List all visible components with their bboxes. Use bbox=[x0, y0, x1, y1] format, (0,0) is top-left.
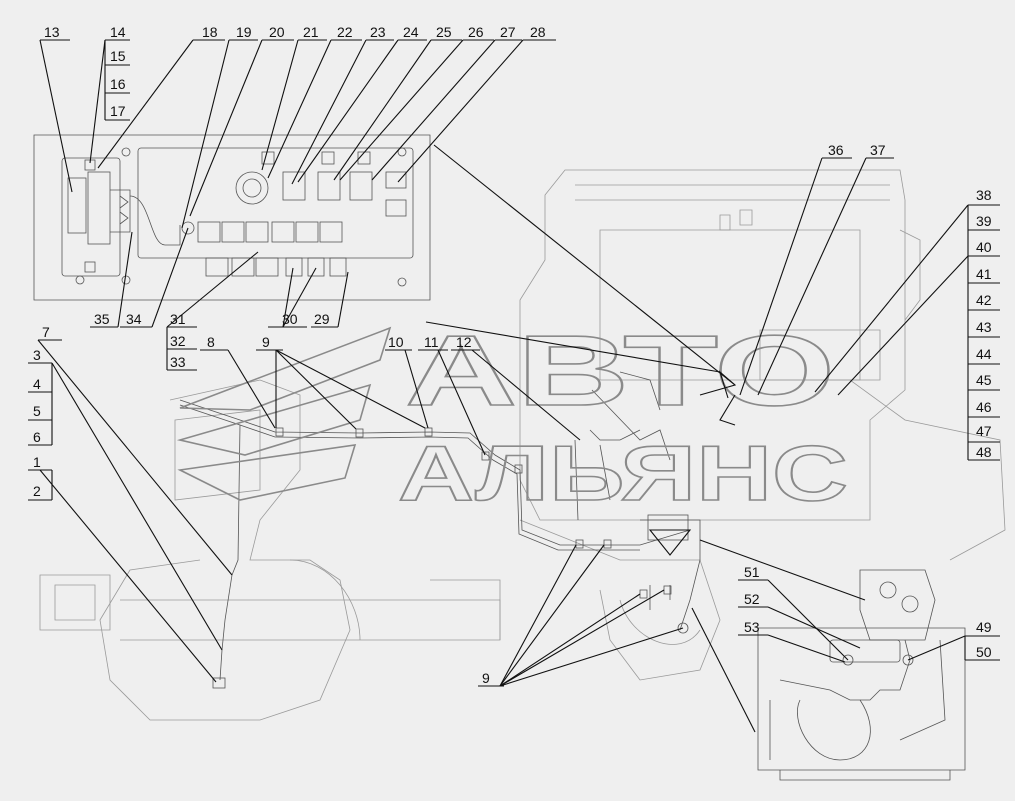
callout-41: 41 bbox=[976, 266, 992, 282]
callout-6: 6 bbox=[33, 429, 41, 445]
callout-21: 21 bbox=[303, 24, 319, 40]
callout-13: 13 bbox=[44, 24, 60, 40]
callout-labels: 13 14 15 16 17 18 19 20 21 22 23 24 25 2… bbox=[33, 24, 992, 686]
callout-50: 50 bbox=[976, 644, 992, 660]
callout-12: 12 bbox=[456, 334, 472, 350]
callout-43: 43 bbox=[976, 319, 992, 335]
callout-46: 46 bbox=[976, 399, 992, 415]
callout-45: 45 bbox=[976, 372, 992, 388]
callout-5: 5 bbox=[33, 403, 41, 419]
leader-lines bbox=[28, 39, 1000, 733]
callout-1: 1 bbox=[33, 454, 41, 470]
callout-26: 26 bbox=[468, 24, 484, 40]
callout-53: 53 bbox=[744, 619, 760, 635]
callout-51: 51 bbox=[744, 564, 760, 580]
callout-49: 49 bbox=[976, 619, 992, 635]
callout-22: 22 bbox=[337, 24, 353, 40]
callout-20: 20 bbox=[269, 24, 285, 40]
callout-35: 35 bbox=[94, 311, 110, 327]
callout-4: 4 bbox=[33, 376, 41, 392]
callout-44: 44 bbox=[976, 346, 992, 362]
callout-14: 14 bbox=[110, 24, 126, 40]
watermark-line1: АВТО bbox=[405, 315, 835, 427]
callout-10: 10 bbox=[388, 334, 404, 350]
callout-40: 40 bbox=[976, 239, 992, 255]
callout-24: 24 bbox=[403, 24, 419, 40]
callout-25: 25 bbox=[436, 24, 452, 40]
callout-37: 37 bbox=[870, 142, 886, 158]
callout-19: 19 bbox=[236, 24, 252, 40]
callout-28: 28 bbox=[530, 24, 546, 40]
callout-39: 39 bbox=[976, 213, 992, 229]
callout-9-bottom: 9 bbox=[482, 670, 490, 686]
callout-42: 42 bbox=[976, 292, 992, 308]
callout-47: 47 bbox=[976, 423, 992, 439]
watermark: АВТО АЛЬЯНС bbox=[176, 314, 849, 518]
callout-27: 27 bbox=[500, 24, 516, 40]
wiring-harness bbox=[179, 371, 701, 689]
callout-33: 33 bbox=[170, 354, 186, 370]
watermark-line2: АЛЬЯНС bbox=[398, 429, 848, 517]
callout-15: 15 bbox=[110, 48, 126, 64]
callout-18: 18 bbox=[202, 24, 218, 40]
callout-8: 8 bbox=[207, 334, 215, 350]
callout-31: 31 bbox=[170, 311, 186, 327]
callout-32: 32 bbox=[170, 333, 186, 349]
callout-7: 7 bbox=[42, 324, 50, 340]
callout-23: 23 bbox=[370, 24, 386, 40]
callout-29: 29 bbox=[314, 311, 330, 327]
callout-16: 16 bbox=[110, 76, 126, 92]
callout-48: 48 bbox=[976, 444, 992, 460]
callout-17: 17 bbox=[110, 103, 126, 119]
callout-9-top: 9 bbox=[262, 334, 270, 350]
callout-30: 30 bbox=[282, 311, 298, 327]
callout-11: 11 bbox=[424, 334, 439, 350]
callout-52: 52 bbox=[744, 591, 760, 607]
machine-outline bbox=[39, 169, 1006, 721]
callout-34: 34 bbox=[126, 311, 142, 327]
callout-3: 3 bbox=[33, 347, 41, 363]
relay-panel bbox=[33, 134, 431, 301]
bottom-inset-detail bbox=[757, 569, 966, 781]
callout-38: 38 bbox=[976, 187, 992, 203]
callout-2: 2 bbox=[33, 483, 41, 499]
callout-36: 36 bbox=[828, 142, 844, 158]
